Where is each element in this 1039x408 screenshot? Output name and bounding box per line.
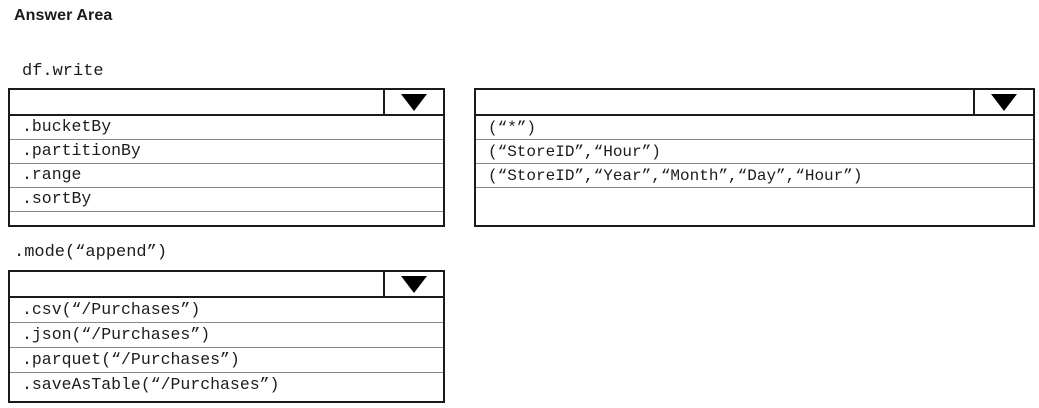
dropdown-options-write-method: .bucketBy .partitionBy .range .sortBy	[10, 116, 443, 225]
list-item[interactable]: .json(“/Purchases”)	[10, 323, 443, 348]
list-item[interactable]: .saveAsTable(“/Purchases”)	[22, 375, 280, 395]
chevron-down-icon	[991, 93, 1017, 111]
list-item[interactable]: (“StoreID”,“Hour”)	[476, 140, 1033, 164]
chevron-down-icon	[401, 275, 427, 293]
dropdown-options-output-format: .csv(“/Purchases”) .json(“/Purchases”) .…	[10, 298, 443, 401]
list-item[interactable]: (“*”)	[476, 116, 1033, 140]
dropdown-toggle-output-format[interactable]	[383, 272, 443, 296]
chevron-down-icon	[401, 93, 427, 111]
dropdown-header-columns-argument[interactable]	[476, 90, 1033, 116]
dropdown-selected-value-columns-argument	[476, 90, 973, 114]
dropdown-toggle-columns-argument[interactable]	[973, 90, 1033, 114]
dropdown-output-format[interactable]: .csv(“/Purchases”) .json(“/Purchases”) .…	[8, 270, 445, 403]
dropdown-write-method[interactable]: .bucketBy .partitionBy .range .sortBy	[8, 88, 445, 227]
list-item[interactable]: .partitionBy	[10, 140, 443, 164]
dropdown-toggle-write-method[interactable]	[383, 90, 443, 114]
dropdown-header-output-format[interactable]	[10, 272, 443, 298]
dropdown-options-columns-argument: (“*”) (“StoreID”,“Hour”) (“StoreID”,“Yea…	[476, 116, 1033, 225]
code-label-mode-append: .mode(“append”)	[14, 243, 168, 262]
list-item[interactable]: .csv(“/Purchases”)	[10, 298, 443, 323]
list-item[interactable]: .sortBy	[10, 188, 443, 212]
page-title: Answer Area	[14, 7, 113, 24]
list-item[interactable]: .range	[10, 164, 443, 188]
dropdown-columns-argument[interactable]: (“*”) (“StoreID”,“Hour”) (“StoreID”,“Yea…	[474, 88, 1035, 227]
list-item[interactable]: (“StoreID”,“Year”,“Month”,“Day”,“Hour”)	[476, 164, 1033, 188]
dropdown-header-write-method[interactable]	[10, 90, 443, 116]
dropdown-selected-value-write-method	[10, 90, 383, 114]
code-label-df-write: df.write	[22, 62, 104, 81]
dropdown-selected-value-output-format	[10, 272, 383, 296]
list-item[interactable]: .bucketBy	[10, 116, 443, 140]
list-item[interactable]: .parquet(“/Purchases”)	[10, 348, 443, 373]
